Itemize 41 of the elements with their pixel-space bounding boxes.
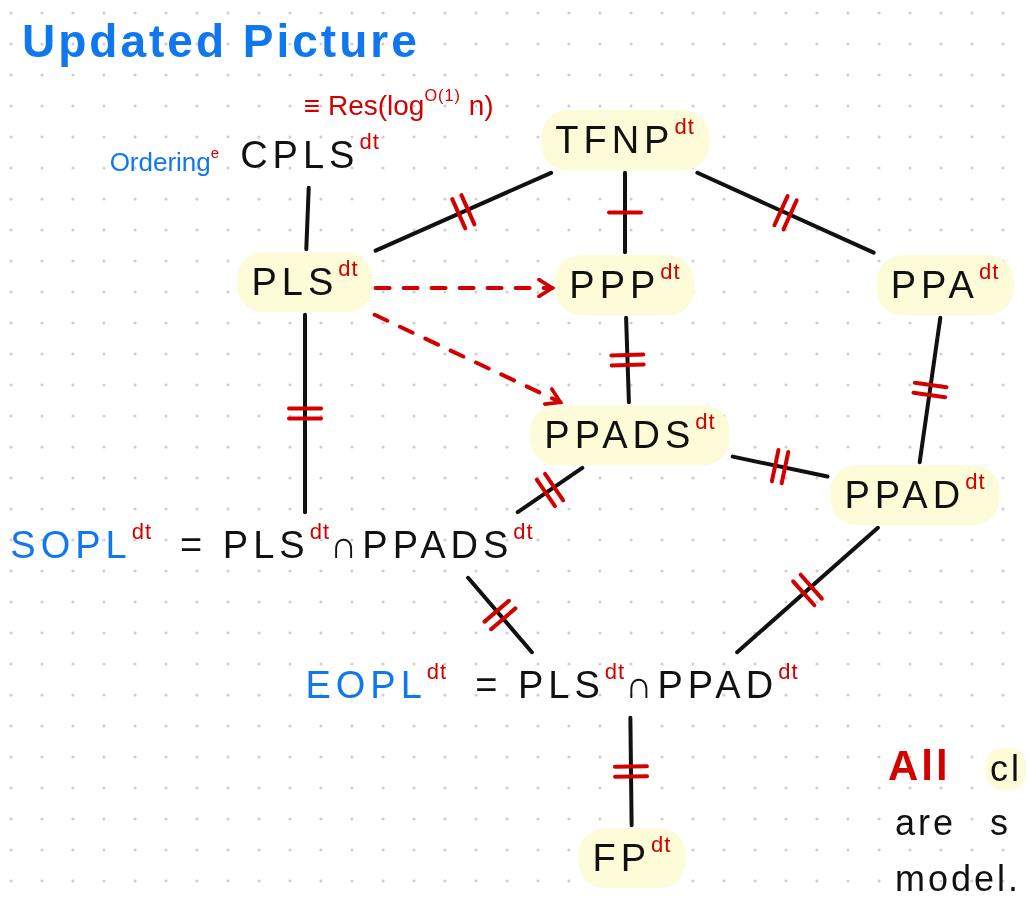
class-name: PPP$^{dt}$ bbox=[569, 263, 681, 309]
class-definition: = PLS$^{dt}$∩PPAD$^{dt}$ bbox=[475, 663, 799, 709]
title: Updated Picture bbox=[22, 14, 420, 68]
class-name: PPA$^{dt}$ bbox=[890, 263, 1000, 309]
class-name: PPAD$^{dt}$ bbox=[844, 473, 986, 519]
highlight-box bbox=[237, 252, 373, 312]
highlight-box bbox=[876, 255, 1014, 315]
class-name: PPADS$^{dt}$ bbox=[544, 413, 716, 459]
note-text: model. bbox=[895, 858, 1022, 900]
class-name: TFNP$^{dt}$ bbox=[555, 118, 695, 164]
class-name: EOPL$^{dt}$ bbox=[305, 663, 448, 709]
connector-line bbox=[466, 575, 534, 655]
connector-line bbox=[304, 185, 311, 252]
dashed-arrow bbox=[372, 312, 563, 406]
dashed-arrow bbox=[373, 277, 555, 299]
connector-line bbox=[917, 315, 943, 465]
annotation: Ordering$^{e}$ bbox=[109, 147, 221, 179]
note-text: are bbox=[895, 802, 957, 844]
note-text: cl bbox=[986, 748, 1026, 790]
connector-line bbox=[515, 465, 585, 515]
highlight-box bbox=[555, 255, 695, 315]
connector-line bbox=[628, 715, 634, 828]
class-name: FP$^{dt}$ bbox=[592, 836, 672, 882]
highlight-box bbox=[530, 405, 730, 465]
connector-line bbox=[624, 315, 631, 405]
note-text: All bbox=[888, 742, 951, 790]
highlight-box bbox=[830, 465, 1000, 525]
class-name: PLS$^{dt}$ bbox=[251, 260, 359, 306]
class-definition: = PLS$^{dt}$∩PPADS$^{dt}$ bbox=[180, 523, 534, 569]
connector-line bbox=[735, 525, 880, 655]
highlight-box bbox=[578, 828, 686, 888]
note-text: s bbox=[990, 802, 1011, 844]
annotation: ≡ Res(log$^{O(1)}$ n) bbox=[303, 90, 494, 123]
connector-line bbox=[623, 170, 627, 255]
class-name: SOPL$^{dt}$ bbox=[10, 523, 153, 569]
highlight-box bbox=[541, 110, 709, 170]
connector-line bbox=[730, 454, 830, 479]
class-name: CPLS$^{dt}$ bbox=[240, 133, 380, 179]
connector-line bbox=[303, 312, 307, 515]
connector-line bbox=[695, 170, 876, 255]
connector-line bbox=[373, 170, 554, 253]
